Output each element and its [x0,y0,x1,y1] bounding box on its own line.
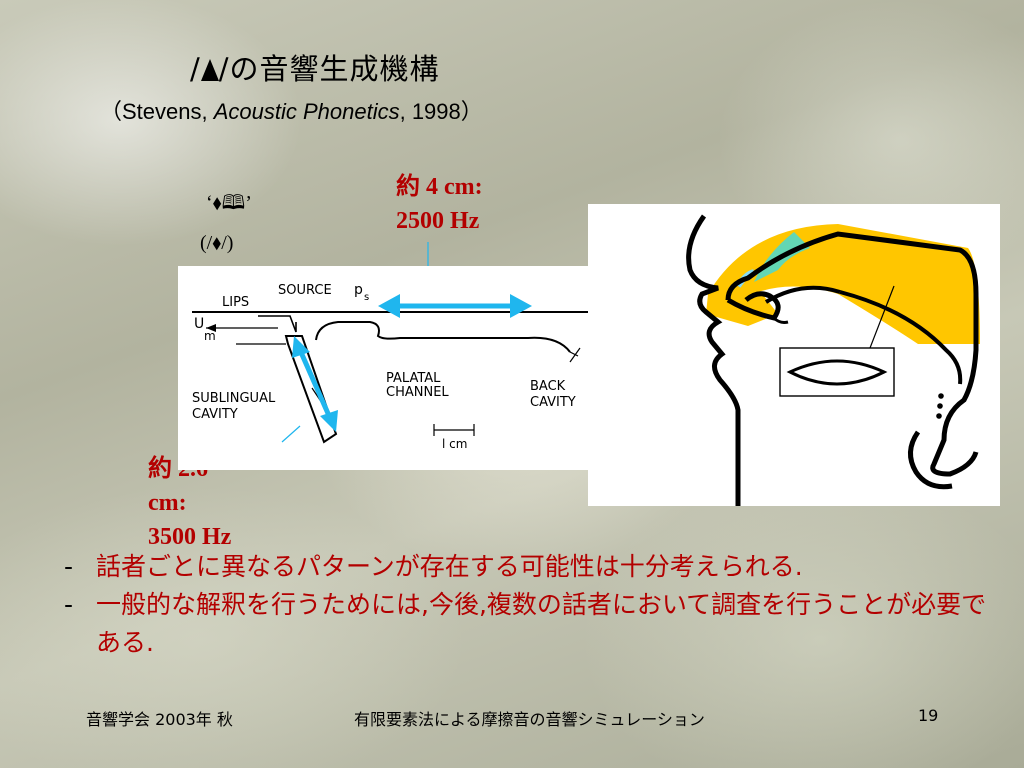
sublingual-freq: 3500 Hz [148,524,232,550]
subtitle-close: , 1998） [399,99,483,124]
quote-label: ‘⬧🕮’ [206,188,252,222]
source-label: SOURCE [278,283,332,298]
bullet-dash: - [64,552,74,581]
sublingual-arrow [292,336,338,432]
back-cavity-label-1: BACK [530,379,566,394]
sublingual-label-2: CAVITY [192,407,238,422]
quote-open: ‘ [206,192,213,214]
phoneme-label: (/⬧/) [200,232,234,254]
um-subscript: m [204,329,216,343]
bullet-list: - 話者ごとに異なるパターンが存在する可能性は十分考えられる. - 一般的な解釈… [64,548,1004,662]
phoneme-symbol-icon [200,59,219,81]
back-cavity-label-2: CAVITY [530,395,576,410]
front-cavity-length: 約 4 cm: [396,174,483,200]
bullet-text: 話者ごとに異なるパターンが存在する可能性は十分考えられる. [96,552,803,581]
front-cavity-freq: 2500 Hz [396,208,480,234]
subtitle-open: （Stevens, [100,99,214,124]
title-text: /の音響生成機構 [218,52,440,86]
vocal-tract-cross-section [588,204,1000,506]
quote-close: ’ [245,192,252,214]
footer-event: 音響学会 2003年 秋 [86,710,233,729]
palatal-label-1: PALATAL [386,371,441,386]
footer-title: 有限要素法による摩擦音の音響シミュレーション [354,710,705,729]
bullet-item: - 一般的な解釈を行うためには,今後,複数の話者において調査を行うことが必要であ… [64,586,1004,662]
schematic-drawing: LIPS SOURCE p s U m PALATAL CHANNEL BACK… [192,282,590,451]
front-cavity-arrow [378,294,532,318]
slide-title: / /の音響生成機構 [190,46,440,88]
bullet-dash: - [64,590,74,619]
ps-symbol: p [354,282,363,298]
subtitle-book-title: Acoustic Phonetics [213,99,400,124]
um-symbol: U [194,316,204,332]
title-prefix: / [190,52,201,86]
sublingual-label-1: SUBLINGUAL [192,391,276,406]
bullet-item: - 話者ごとに異なるパターンが存在する可能性は十分考えられる. [64,548,1004,586]
bullet-text: 一般的な解釈を行うためには,今後,複数の話者において調査を行うことが必要である. [96,590,987,657]
ps-subscript: s [364,292,369,303]
front-cavity-label: 約 4 cm: 2500 Hz [396,170,483,238]
vocal-tract-schematic: LIPS SOURCE p s U m PALATAL CHANNEL BACK… [178,266,590,470]
channel-cross-section-shape [786,359,888,386]
slide-subtitle: （Stevens, Acoustic Phonetics, 1998） [100,94,483,126]
sublingual-unit: cm: [148,490,187,516]
palatal-label-2: CHANNEL [386,385,449,400]
footer-page-number: 19 [918,706,939,725]
quote-symbols: ⬧🕮 [212,192,246,214]
scale-label: l cm [442,437,467,451]
lips-label: LIPS [222,295,249,310]
cross-section-drawing [686,214,980,506]
